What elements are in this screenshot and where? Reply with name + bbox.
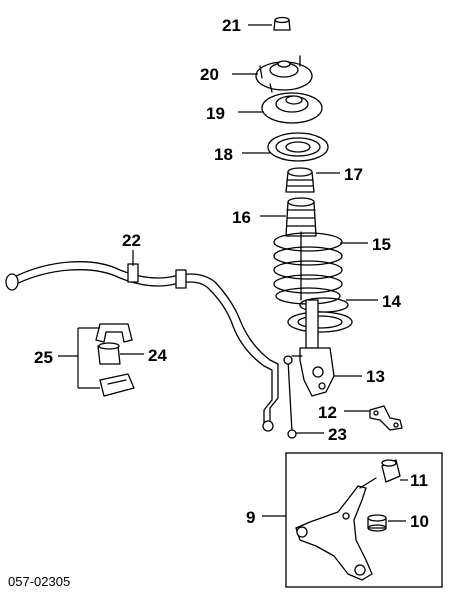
lower-arm-inset-box — [285, 452, 443, 588]
callout-9: 9 — [246, 508, 255, 527]
callout-25: 25 — [34, 348, 53, 367]
callout-11: 11 — [410, 471, 428, 490]
part-20-strut-mount — [255, 55, 313, 93]
part-16-dust-boot — [285, 197, 317, 237]
part-15-coil-spring — [273, 231, 343, 305]
callout-24: 24 — [148, 346, 167, 365]
callout-22: 22 — [122, 231, 141, 250]
part-13-strut-assembly — [291, 299, 335, 397]
part-24-bushing — [97, 342, 121, 365]
callout-16: 16 — [232, 208, 251, 227]
callout-14: 14 — [382, 292, 401, 311]
part-22-stabilizer-bar — [5, 261, 279, 432]
part-10-rear-bushing — [367, 514, 387, 532]
callout-10: 10 — [410, 512, 429, 531]
part-9-lower-control-arm — [295, 477, 377, 581]
part-14-lower-spring-seat — [287, 297, 353, 333]
part-19-upper-spring-seat — [261, 92, 323, 124]
callout-20: 20 — [200, 65, 219, 84]
callout-18: 18 — [214, 145, 233, 164]
diagram-code: 057-02305 — [8, 574, 70, 589]
callout-12: 12 — [318, 403, 337, 422]
part-23-stabilizer-link — [283, 355, 297, 439]
part-21-cap — [273, 16, 291, 31]
part-12-stabilizer-bracket — [369, 405, 403, 431]
callout-17: 17 — [344, 165, 363, 184]
callout-21: 21 — [222, 16, 241, 35]
part-18-spring-insulator — [267, 132, 329, 162]
part-11-arm-bushing — [381, 459, 401, 483]
callout-23: 23 — [328, 425, 347, 444]
callout-15: 15 — [372, 235, 391, 254]
callout-19: 19 — [206, 104, 225, 123]
part-25-bracket-set — [95, 323, 135, 397]
callout-13: 13 — [366, 367, 385, 386]
part-17-bump-stopper — [285, 167, 315, 193]
